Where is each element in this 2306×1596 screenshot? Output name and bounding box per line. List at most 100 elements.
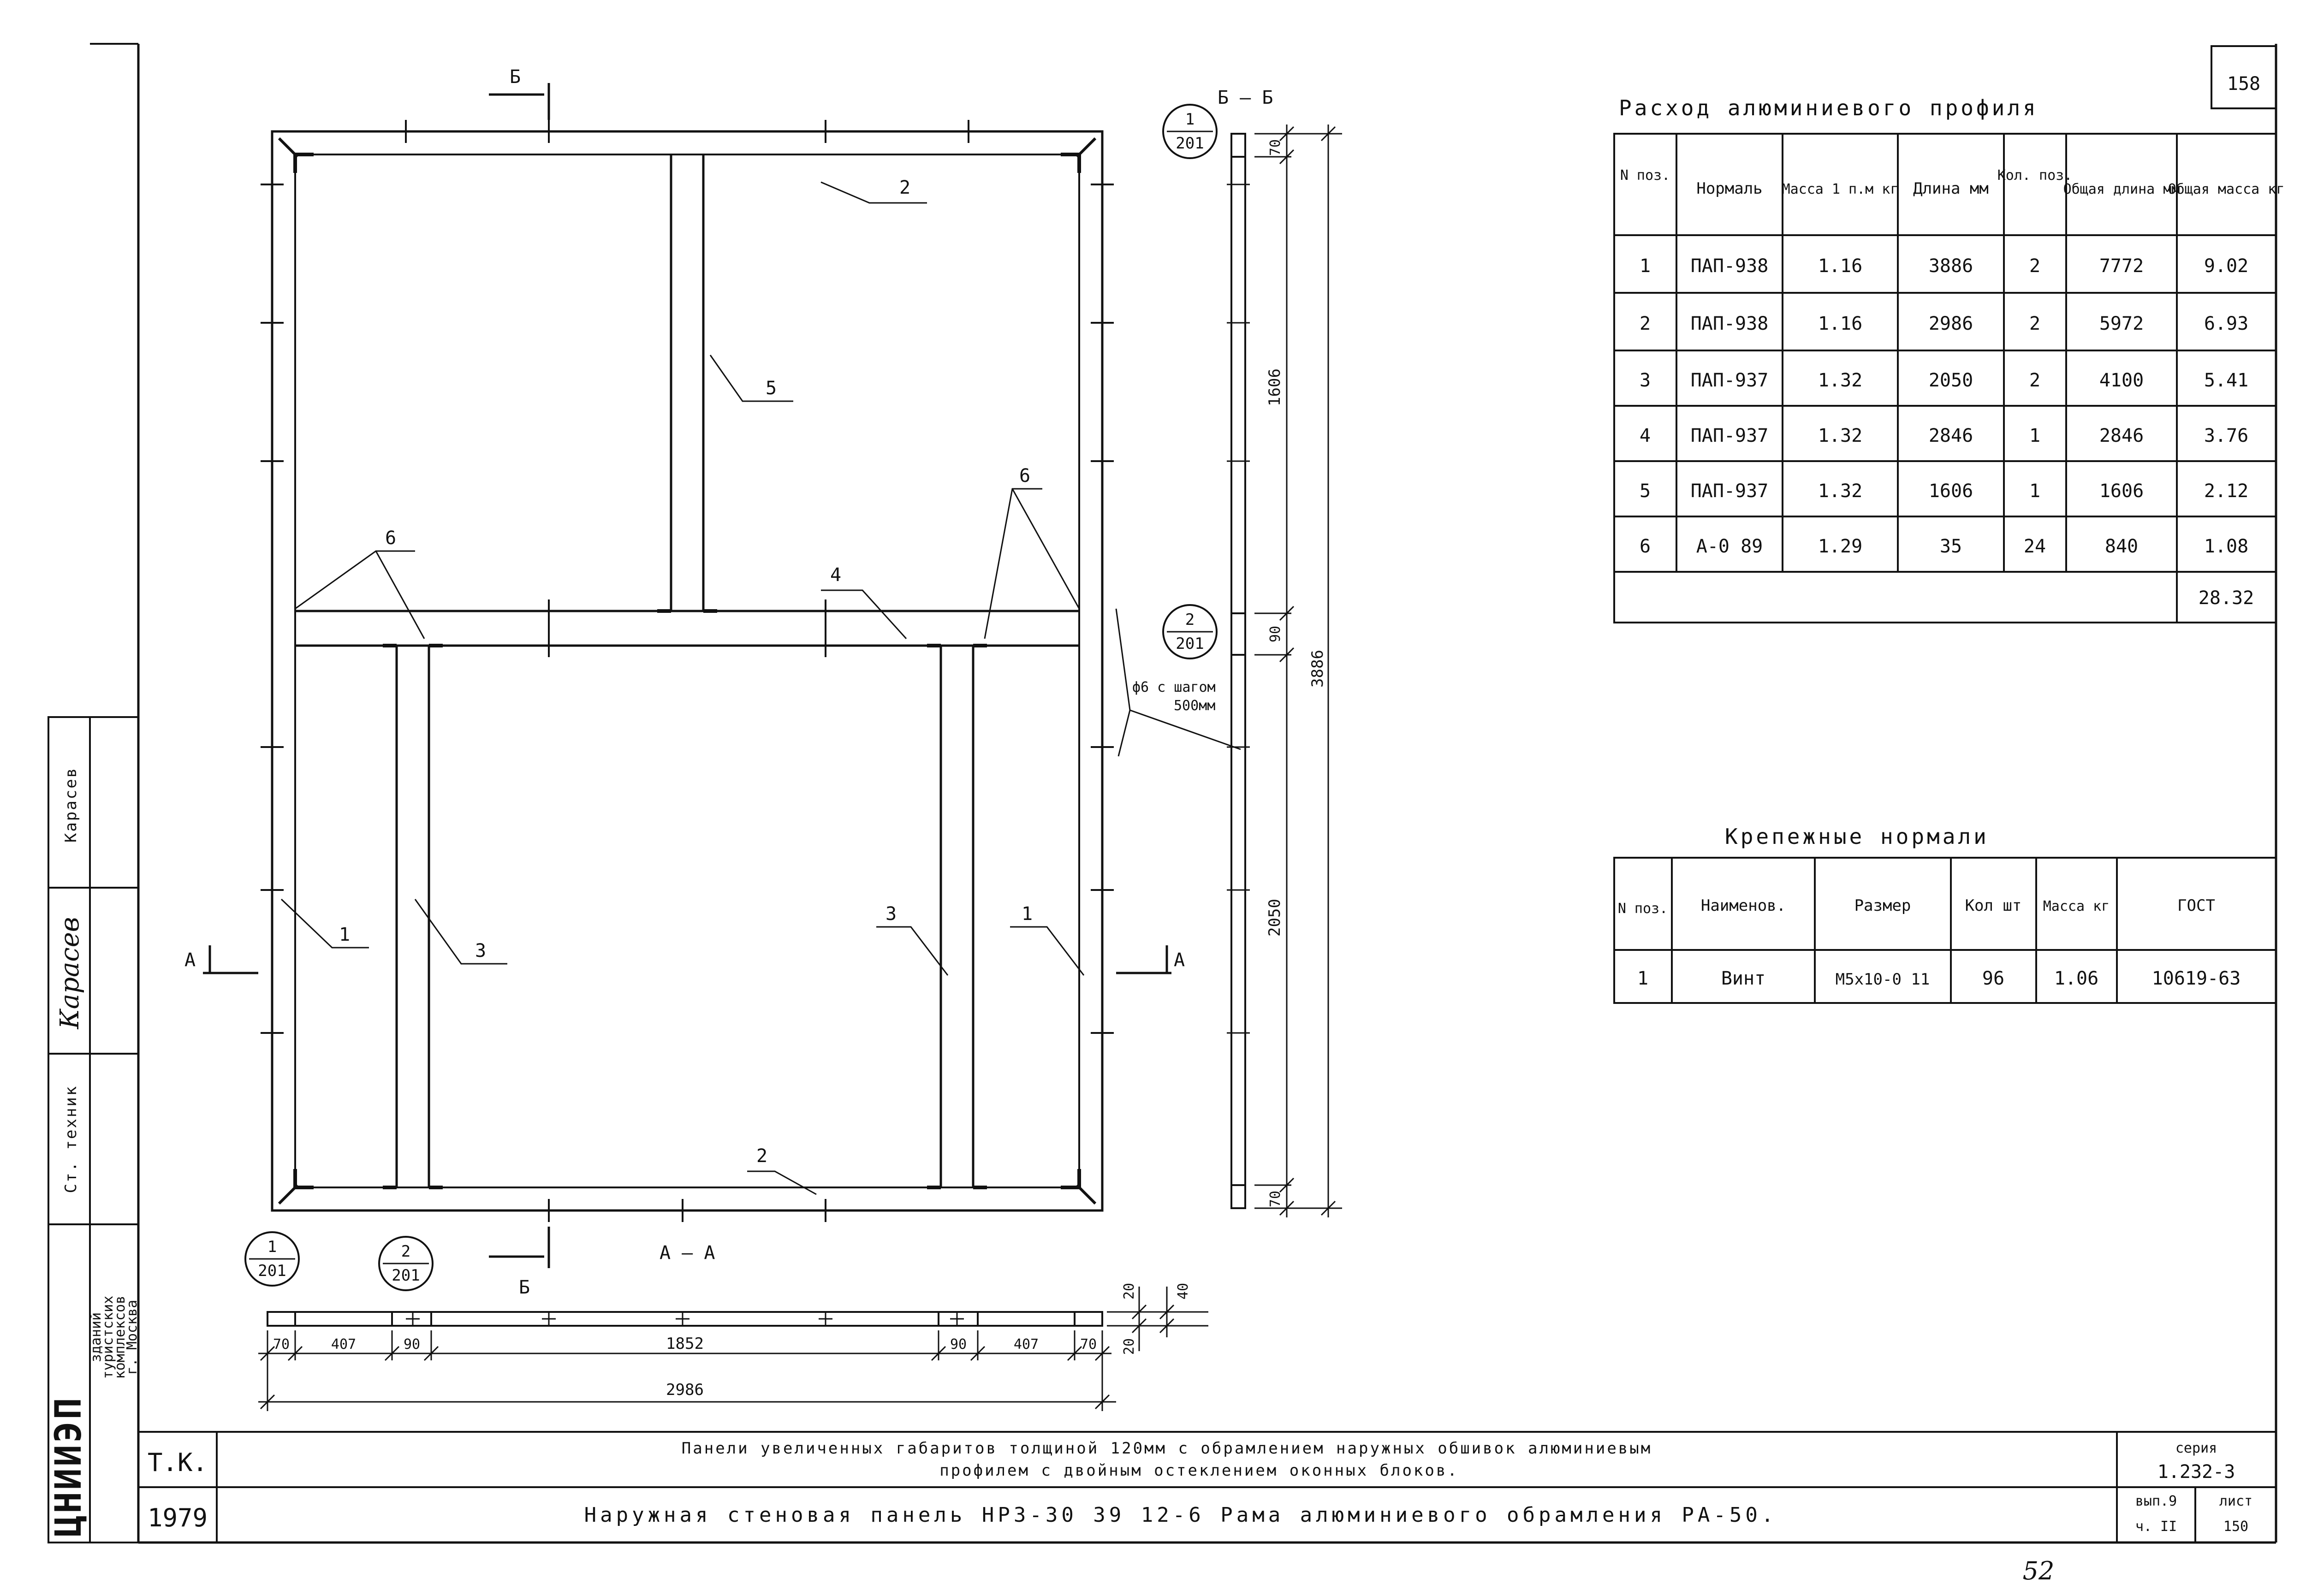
table-cell: 2846 xyxy=(2099,425,2144,446)
table-cell: 201 xyxy=(1176,134,1204,153)
side-dimension-lines xyxy=(1254,125,1342,1217)
table-cell: 10619-63 xyxy=(2152,968,2241,989)
part-label-1-left: 1 xyxy=(339,924,350,945)
table-row: 1 ПАП-938 1.16 3886 2 7772 9.02 xyxy=(1640,255,2248,277)
part-label-6-left: 6 xyxy=(385,528,396,549)
dim-bottom-407-left: 407 xyxy=(331,1336,356,1353)
table-cell: 1.29 xyxy=(1818,536,1862,557)
table-cell: 1.32 xyxy=(1818,370,1862,391)
table-cell: 201 xyxy=(392,1266,420,1285)
part-label-2-top: 2 xyxy=(899,177,910,198)
table-cell: 1.16 xyxy=(1818,255,1862,277)
series-label: серия xyxy=(2175,1440,2217,1456)
table-cell: 3 xyxy=(1640,370,1651,391)
title-code: Т.К. xyxy=(148,1448,208,1477)
table-row: 2 ПАП-938 1.16 2986 2 5972 6.93 xyxy=(1640,313,2248,334)
bottom-dimension-lines xyxy=(258,1330,1116,1411)
profile-table-headers: N поз. Нормаль Масса 1 п.м кг Длина мм К… xyxy=(1620,167,2285,198)
table-cell: 1.16 xyxy=(1818,313,1862,334)
table-cell: 2986 xyxy=(1929,313,1973,334)
table-cell: 1.32 xyxy=(1818,481,1862,502)
table-cell: ПАП-937 xyxy=(1691,425,1769,446)
table-cell: 5972 xyxy=(2099,313,2144,334)
part-leaders xyxy=(280,181,1241,1195)
table-cell: 24 xyxy=(2024,536,2046,557)
table-cell: 1 xyxy=(2029,425,2040,446)
table-cell: 1 xyxy=(1637,968,1648,989)
table-cell: N поз. xyxy=(1620,167,1670,184)
table-row: 6 А-0 89 1.29 35 24 840 1.08 xyxy=(1640,536,2248,557)
table-cell: 4100 xyxy=(2099,370,2144,391)
sheet-label: лист xyxy=(2219,1493,2253,1509)
table-cell: 1.32 xyxy=(1818,425,1862,446)
section-a-right-label: А xyxy=(1174,949,1185,971)
section-cut-marks xyxy=(203,83,1171,1268)
series-value: 1.232-3 xyxy=(2157,1461,2235,1483)
table-cell: 35 xyxy=(1940,536,1962,557)
screw-ticks xyxy=(261,120,1114,1222)
table-cell: М5х10-0 11 xyxy=(1836,970,1930,989)
stamp-org-sub-3: г. Москва xyxy=(124,1300,140,1375)
table-cell: 3886 xyxy=(1929,255,1973,277)
stamp-org-sub-1: туристских xyxy=(100,1296,116,1379)
dim-side-1606: 1606 xyxy=(1266,368,1284,406)
title-line1: Панели увеличенных габаритов толщиной 12… xyxy=(682,1439,1652,1458)
table-cell: 1 xyxy=(1185,110,1195,129)
table-cell: Кол шт xyxy=(1965,896,2022,915)
table-cell: 4 xyxy=(1640,425,1651,446)
table-cell: ПАП-937 xyxy=(1691,481,1769,502)
table-cell: ПАП-938 xyxy=(1691,313,1769,334)
page-number: 52 xyxy=(2023,1556,2055,1585)
part-label-2-bottom: 2 xyxy=(756,1145,767,1167)
title-block xyxy=(138,1431,2276,1543)
table-cell: 2846 xyxy=(1929,425,1973,446)
stamp-org-sub-0: зданий xyxy=(88,1312,104,1362)
dim-bottom-2986: 2986 xyxy=(666,1381,704,1399)
table-cell: 201 xyxy=(1176,635,1204,653)
table-cell: 1.08 xyxy=(2204,536,2248,557)
profile-table xyxy=(1613,133,2277,623)
part-label-6-right: 6 xyxy=(1019,465,1030,487)
issue-part: ч. II xyxy=(2135,1519,2177,1535)
table-cell: Винт xyxy=(1721,968,1765,989)
sheet-value: 150 xyxy=(2223,1519,2248,1535)
fastener-table xyxy=(1613,857,2277,1004)
profile-table-title: Расход алюминиевого профиля xyxy=(1619,95,2039,120)
table-cell: 2 xyxy=(2029,255,2040,277)
table-cell: 3.76 xyxy=(2204,425,2248,446)
sheet-number-box: 158 xyxy=(2211,45,2277,109)
table-cell: ПАП-937 xyxy=(1691,370,1769,391)
section-b-bottom-label: Б xyxy=(519,1277,530,1298)
side-stamp xyxy=(48,716,139,1543)
table-cell: Размер xyxy=(1854,896,1911,915)
dim-side-90: 90 xyxy=(1267,626,1284,642)
table-cell: 7772 xyxy=(2099,255,2144,277)
table-cell: А-0 89 xyxy=(1696,536,1763,557)
table-cell: 2 xyxy=(1640,313,1651,334)
table-cell: 2 xyxy=(1185,611,1195,629)
table-cell: Кол. поз. xyxy=(1997,167,2073,184)
sheet-number: 158 xyxy=(2227,73,2260,95)
table-cell: 201 xyxy=(258,1262,286,1280)
part-label-4: 4 xyxy=(830,564,841,586)
table-cell: 96 xyxy=(1982,968,2004,989)
section-a-left-label: А xyxy=(184,949,196,971)
table-cell: 6 xyxy=(1640,536,1651,557)
detail-callout-2-right: 2 201 xyxy=(1162,604,1218,659)
issue-label: вып.9 xyxy=(2135,1493,2177,1509)
section-bb-strip xyxy=(1227,133,1250,1209)
frame-elevation xyxy=(271,130,1104,1212)
part-label-5: 5 xyxy=(766,378,777,399)
table-cell: 2 xyxy=(401,1242,410,1261)
dim-bottom-70-left: 70 xyxy=(273,1336,290,1353)
dim-side-70-top: 70 xyxy=(1267,139,1284,156)
dim-bottom-90-left: 90 xyxy=(404,1336,420,1353)
table-cell: 1606 xyxy=(2099,481,2144,502)
section-aa-strip xyxy=(267,1311,1103,1327)
table-cell: Наименов. xyxy=(1701,896,1786,915)
table-cell: Длина мм xyxy=(1913,179,1989,198)
table-cell: 5 xyxy=(1640,481,1651,502)
stamp-name: Карасев xyxy=(62,767,80,842)
table-cell: 2050 xyxy=(1929,370,1973,391)
